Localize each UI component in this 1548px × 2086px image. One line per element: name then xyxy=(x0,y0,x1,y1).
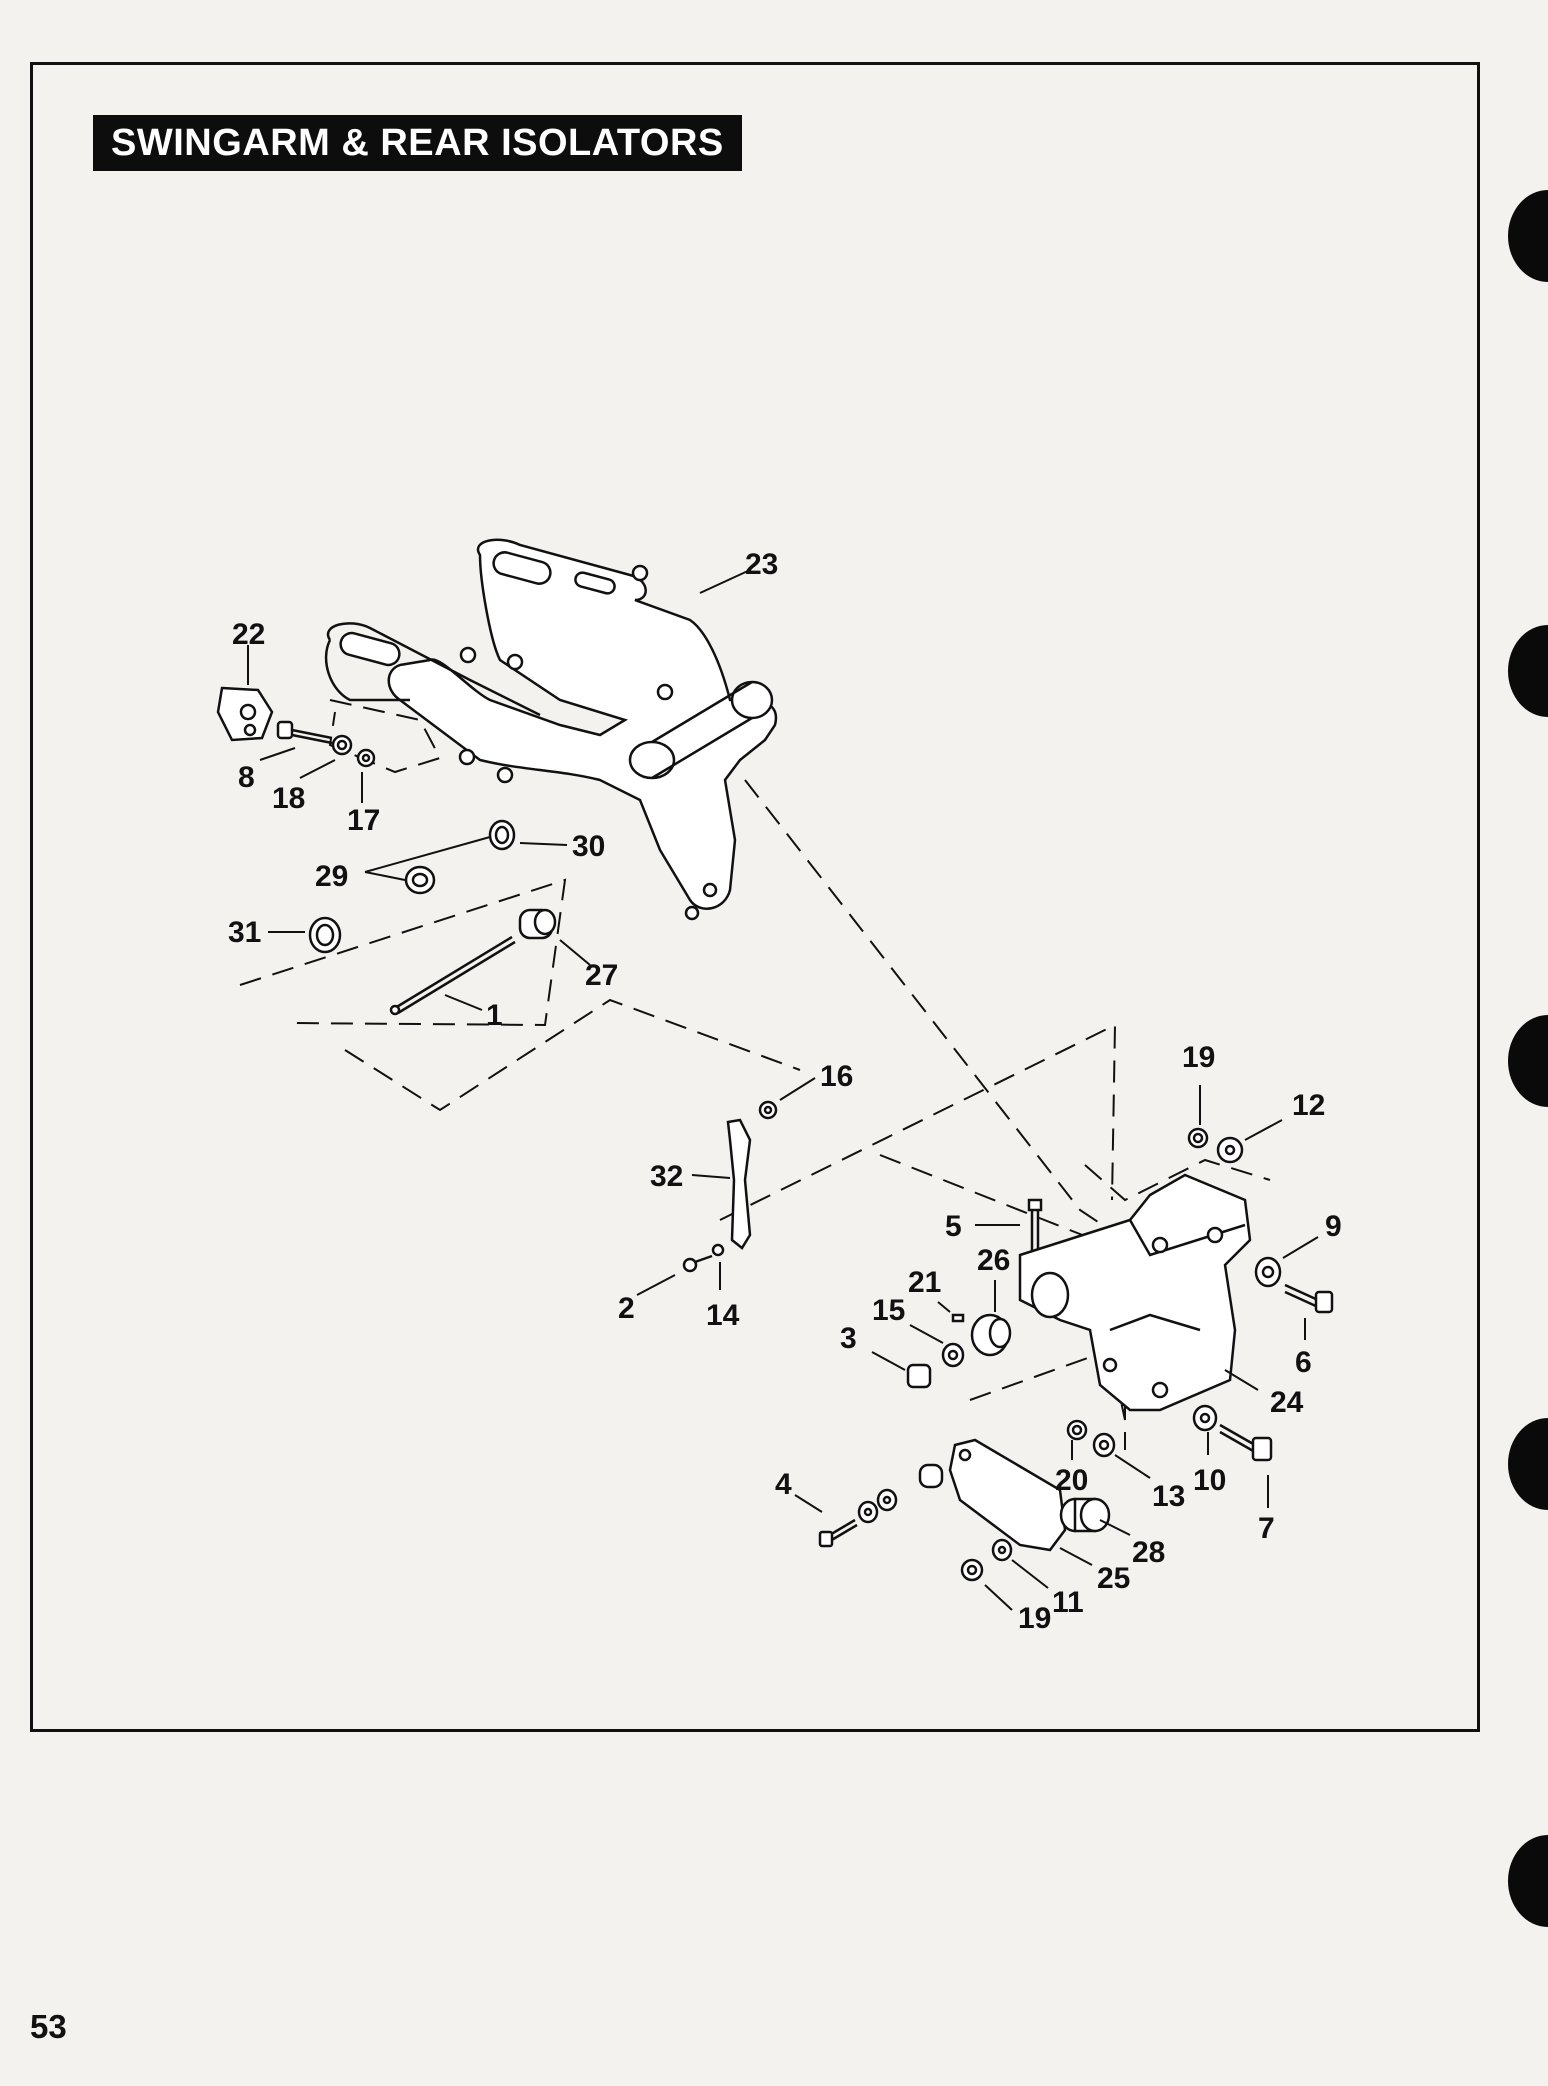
part-17-nut xyxy=(356,748,376,768)
callout-6: 6 xyxy=(1295,1346,1312,1379)
part-8-bolt xyxy=(276,720,333,745)
callout-labels: 23 22 8 18 17 30 29 31 27 1 16 19 12 32 … xyxy=(228,548,1342,1635)
part-15-washer xyxy=(941,1342,965,1368)
part-20-nut xyxy=(1066,1419,1088,1441)
callout-16: 16 xyxy=(820,1060,853,1093)
callout-leader-lines xyxy=(247,569,1319,1611)
part-29-bearing xyxy=(404,865,436,895)
callout-25: 25 xyxy=(1097,1562,1130,1595)
callout-11: 11 xyxy=(1052,1586,1084,1619)
callout-30: 30 xyxy=(572,830,605,863)
callout-2: 2 xyxy=(618,1292,635,1325)
callout-10: 10 xyxy=(1193,1464,1226,1497)
bracket-24 xyxy=(1018,1173,1252,1412)
callout-20: 20 xyxy=(1055,1464,1088,1497)
page-number: 53 xyxy=(30,2008,67,2045)
part-26-bushing xyxy=(970,1313,1012,1357)
part-10-washer xyxy=(1192,1404,1218,1432)
callout-19b: 19 xyxy=(1018,1602,1051,1635)
part-16-nut xyxy=(758,1100,778,1120)
part-7-bolt xyxy=(1219,1423,1273,1462)
callout-27: 27 xyxy=(585,959,618,992)
part-18-nut xyxy=(331,734,353,756)
part-14-washer xyxy=(711,1243,725,1257)
part-5-bolt xyxy=(1027,1198,1043,1252)
callout-32: 32 xyxy=(650,1160,683,1193)
callout-24: 24 xyxy=(1270,1386,1304,1419)
callout-18: 18 xyxy=(272,782,305,815)
part-22-bracket xyxy=(216,686,274,742)
callout-17: 17 xyxy=(347,804,380,837)
callout-19: 19 xyxy=(1182,1041,1215,1074)
part-31-seal xyxy=(308,916,342,954)
callout-9: 9 xyxy=(1325,1210,1342,1243)
part-21-pin xyxy=(951,1313,965,1323)
part-12-washer xyxy=(1216,1136,1244,1164)
callout-15: 15 xyxy=(872,1294,905,1327)
callout-1: 1 xyxy=(486,999,503,1032)
callout-4: 4 xyxy=(775,1468,792,1501)
part-11-washer xyxy=(991,1538,1013,1562)
callout-23: 23 xyxy=(745,548,778,581)
part-6-bolt xyxy=(1284,1283,1334,1314)
callout-13: 13 xyxy=(1152,1480,1185,1513)
part-19-nut xyxy=(1187,1127,1209,1149)
callout-26: 26 xyxy=(977,1244,1010,1277)
diagram-frame xyxy=(30,62,1480,1732)
part-1-pivot-shaft xyxy=(389,935,516,1016)
page-title: SWINGARM & REAR ISOLATORS xyxy=(93,115,742,171)
swingarm-23 xyxy=(324,538,778,921)
callout-8: 8 xyxy=(238,761,255,794)
part-spacer-small xyxy=(918,1463,944,1489)
callout-7: 7 xyxy=(1258,1512,1275,1545)
part-32-strap xyxy=(726,1118,752,1250)
callout-22: 22 xyxy=(232,618,265,651)
part-9-washer xyxy=(1254,1256,1282,1288)
part-3-stud xyxy=(906,1363,932,1389)
callout-14: 14 xyxy=(706,1299,740,1332)
callout-12: 12 xyxy=(1292,1089,1325,1122)
part-28-spacer xyxy=(1059,1497,1111,1533)
part-4-screw xyxy=(818,1518,858,1548)
link-25 xyxy=(948,1438,1067,1552)
callout-31: 31 xyxy=(228,916,261,949)
part-13-washer xyxy=(1092,1432,1116,1458)
callout-5: 5 xyxy=(945,1210,962,1243)
callout-29: 29 xyxy=(315,860,348,893)
part-2-screw xyxy=(682,1254,713,1273)
part-washer-pair xyxy=(857,1488,898,1524)
callout-21: 21 xyxy=(908,1266,941,1299)
part-30-seal xyxy=(488,819,516,851)
part-19b-nut xyxy=(960,1558,984,1582)
callout-3: 3 xyxy=(840,1322,857,1355)
part-27-spacer xyxy=(518,908,557,940)
callout-28: 28 xyxy=(1132,1536,1165,1569)
